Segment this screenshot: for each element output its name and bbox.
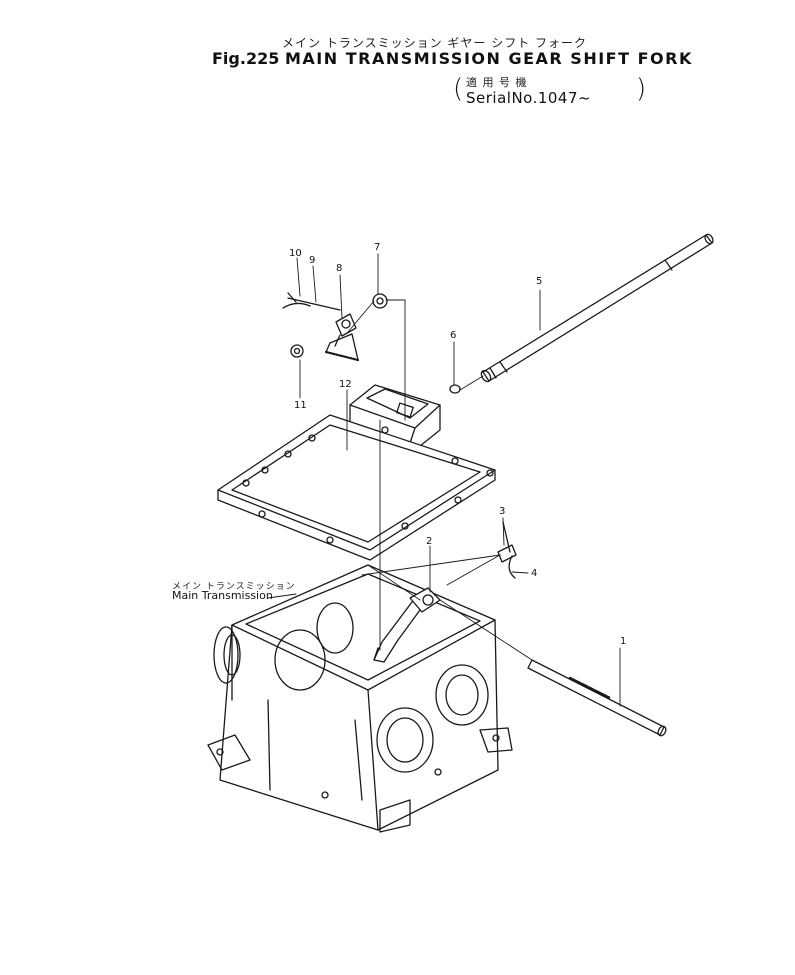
transmission-case	[207, 564, 513, 833]
callout-2: 2	[426, 536, 432, 547]
shift-rod-1	[527, 659, 667, 737]
callout-4: 4	[531, 568, 537, 579]
callout-11: 11	[294, 400, 307, 411]
callout-12: 12	[339, 379, 352, 390]
main-transmission-label-jp: メイン トランスミッション	[172, 582, 296, 592]
detent-bolt-3-4	[497, 521, 517, 579]
callout-8: 8	[336, 263, 342, 274]
bolt-9-10	[282, 292, 341, 311]
callout-5: 5	[536, 276, 542, 287]
close-paren: )	[636, 74, 647, 104]
figure-number: Fig.225	[212, 49, 280, 68]
serial-number: SerialNo.1047~	[466, 89, 592, 107]
serial-japanese: 適 用 号 機	[466, 76, 528, 89]
callout-numbers: 1 2 3 4 5 6 7 8 9 10 11 12	[289, 242, 626, 647]
cover-plate	[217, 414, 496, 561]
gear-lever-8	[324, 313, 360, 362]
washer-11	[290, 344, 304, 358]
title-japanese: メイン トランスミッション ギヤー シフト フォーク	[282, 36, 588, 50]
o-ring-6	[449, 384, 461, 394]
callout-1: 1	[620, 636, 626, 647]
washer-7	[372, 293, 388, 309]
callout-7: 7	[374, 242, 380, 253]
page-title: MAIN TRANSMISSION GEAR SHIFT FORK	[285, 49, 693, 68]
assembly-guide-lines	[347, 299, 533, 661]
leader-lines	[267, 253, 621, 707]
callout-9: 9	[309, 255, 315, 266]
callout-3: 3	[499, 506, 505, 517]
callout-10: 10	[289, 248, 302, 259]
open-paren: (	[453, 74, 464, 104]
callout-6: 6	[450, 330, 456, 341]
shift-rod-5	[480, 233, 714, 383]
main-transmission-label: Main Transmission	[172, 589, 273, 602]
